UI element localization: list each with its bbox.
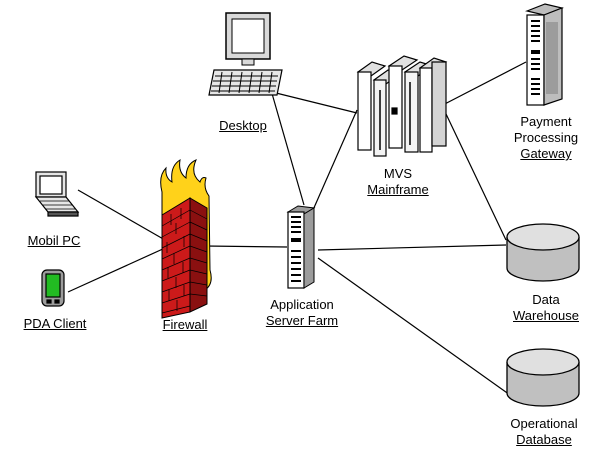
connection-desktop-appserver [270, 89, 305, 206]
operational-label-line-1: Operational [510, 416, 578, 431]
connection-appserver-operational [317, 257, 511, 396]
operational-label-line-2: Database [516, 432, 572, 447]
payment-gateway-label: Payment Processing Gateway [500, 114, 592, 162]
payment-label-line-2: Processing [513, 130, 579, 145]
desktop-label: Desktop [204, 118, 282, 134]
payment-label-line-3: Gateway [520, 146, 572, 161]
warehouse-label-line-2: Warehouse [513, 308, 579, 323]
connection-appserver-warehouse [317, 244, 507, 251]
operational-database-label: Operational Database [496, 416, 592, 448]
mainframe-label: MVS Mainframe [356, 166, 440, 198]
firewall-icon [160, 159, 212, 319]
connection-mobilpc-firewall [77, 189, 166, 241]
mainframe-label-line-1: MVS [383, 166, 413, 181]
laptop-icon [34, 171, 80, 217]
application-server-label: Application Server Farm [254, 297, 350, 329]
mobil-pc-label: Mobil PC [14, 233, 94, 249]
mainframe-label-line-2: Mainframe [367, 182, 429, 197]
connection-firewall-appserver [204, 245, 288, 248]
pda-client-label: PDA Client [10, 316, 100, 332]
warehouse-label-line-1: Data [532, 292, 560, 307]
connection-pda-firewall [67, 247, 166, 293]
data-warehouse-icon [506, 223, 580, 282]
payment-server-icon [524, 3, 565, 106]
data-warehouse-label: Data Warehouse [500, 292, 592, 324]
application-server-icon [286, 205, 316, 289]
connection-desktop-mainframe [275, 92, 358, 114]
app-server-label-line-1: Application [270, 297, 334, 312]
pda-icon [41, 269, 65, 307]
mobil-pc-label-line-1: Mobil PC [27, 233, 81, 248]
firewall-label: Firewall [146, 317, 224, 333]
connection-mainframe-payment [436, 61, 527, 109]
desktop-computer-icon [208, 12, 283, 96]
payment-label-line-1: Payment [520, 114, 572, 129]
operational-database-icon [506, 348, 580, 407]
connection-lines [67, 61, 527, 396]
desktop-label-line-1: Desktop [219, 118, 267, 133]
connection-mainframe-warehouse [436, 94, 507, 241]
app-server-label-line-2: Server Farm [265, 313, 339, 328]
firewall-label-line-1: Firewall [162, 317, 208, 332]
pda-label-line-1: PDA Client [23, 316, 87, 331]
connection-appserver-mainframe [312, 109, 358, 211]
mainframe-icon [356, 55, 448, 157]
